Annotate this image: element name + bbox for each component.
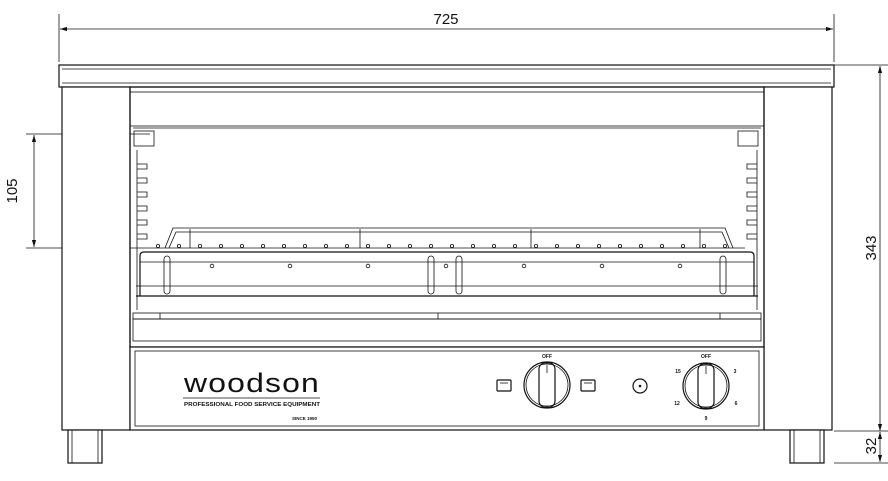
rack-rod-end xyxy=(365,243,370,248)
rack-rod-end xyxy=(618,243,623,248)
rack-rod-end xyxy=(302,243,307,248)
rack-rod-end xyxy=(597,243,602,248)
mode-knob-off-label: OFF xyxy=(542,354,552,360)
brand-since: SINCE 1950 xyxy=(292,416,318,421)
control-panel: OFF OFF 3 6 9 12 15 xyxy=(496,354,738,422)
rack-rod-end xyxy=(287,263,293,269)
rack-rod-end xyxy=(197,243,202,248)
timer-15-label: 15 xyxy=(675,369,681,375)
right-rack-guides xyxy=(746,150,758,310)
rack-rod-end xyxy=(386,243,391,248)
back-wire-rack xyxy=(150,227,745,249)
rack-rod-end xyxy=(660,243,665,248)
rack-rod-end xyxy=(677,263,683,269)
rack-rod-end xyxy=(723,243,728,248)
rack-rod-end xyxy=(365,263,371,269)
brand-name: woodson xyxy=(183,368,320,398)
timer-6-label: 6 xyxy=(735,401,738,407)
pilot-light xyxy=(632,378,648,394)
width-dimension: 725 xyxy=(58,11,835,62)
rack-rod-end xyxy=(155,243,160,248)
timer-3-label: 3 xyxy=(734,369,737,375)
height-dimension-label: 343 xyxy=(863,235,880,260)
right-indicator-lamp xyxy=(580,379,596,392)
rack-rod-end xyxy=(599,263,605,269)
height-dimension: 343 xyxy=(834,64,888,464)
rack-rod-end xyxy=(209,263,215,269)
rack-spacing-dimension-label: 105 xyxy=(4,178,21,203)
timer-knob[interactable] xyxy=(682,362,730,410)
rack-rod-end xyxy=(443,263,449,269)
rack-rod-end xyxy=(513,243,518,248)
rack-rod-end xyxy=(491,243,496,248)
left-indicator-lamp xyxy=(496,379,512,392)
left-foot xyxy=(67,429,103,464)
rack-rod-end xyxy=(281,243,286,248)
rack-rod-end xyxy=(681,243,686,248)
foot-height-dimension-label: 32 xyxy=(863,438,880,455)
appliance-body xyxy=(58,64,835,464)
front-wire-rack xyxy=(136,251,758,297)
mode-knob[interactable] xyxy=(523,361,571,409)
rack-rod-end xyxy=(576,243,581,248)
timer-9-label: 9 xyxy=(705,416,708,422)
width-dimension-label: 725 xyxy=(433,11,458,28)
rack-rod-end xyxy=(323,243,328,248)
rack-rod-end xyxy=(260,243,265,248)
brand-tagline: PROFESSIONAL FOOD SERVICE EQUIPMENT xyxy=(184,402,321,408)
rack-rod-end xyxy=(534,243,539,248)
rack-rod-end xyxy=(407,243,412,248)
rack-rod-end xyxy=(344,243,349,248)
rack-rod-end xyxy=(176,243,181,248)
rack-rod-end xyxy=(555,243,560,248)
rack-rod-end xyxy=(449,243,454,248)
left-rack-guides xyxy=(136,150,148,310)
right-foot xyxy=(789,429,825,464)
rack-rod-end xyxy=(521,263,527,269)
rack-rod-end xyxy=(702,243,707,248)
rack-rod-end xyxy=(218,243,223,248)
timer-off-label: OFF xyxy=(701,354,711,360)
brand-logo: woodson PROFESSIONAL FOOD SERVICE EQUIPM… xyxy=(183,368,321,421)
rack-rod-end xyxy=(470,243,475,248)
rack-rod-end xyxy=(428,243,433,248)
foot-height-dimension: 32 xyxy=(834,430,888,462)
rack-rod-end xyxy=(639,243,644,248)
rack-rod-end xyxy=(239,243,244,248)
timer-12-label: 12 xyxy=(674,401,680,407)
